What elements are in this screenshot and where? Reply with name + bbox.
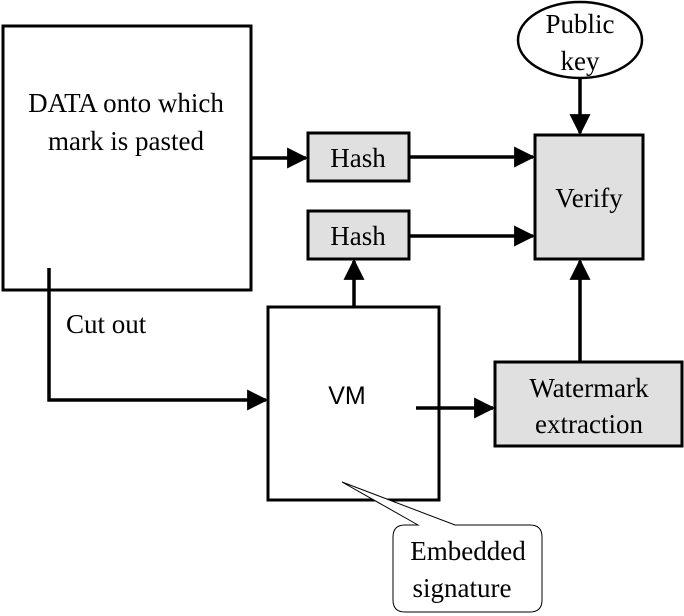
vm-box: [266, 305, 441, 502]
watermark-line2: extraction: [535, 409, 643, 439]
callout-bubble: [341, 481, 543, 613]
data-label-line1: DATA onto which: [28, 88, 224, 118]
vm-node: VM: [266, 305, 441, 502]
watermark-node: Watermark extraction: [493, 360, 684, 448]
callout-line1: Embedded: [410, 536, 526, 566]
verify-node: Verify: [533, 133, 645, 261]
watermark-box: [493, 360, 684, 448]
hash-top-node: Hash: [306, 131, 411, 183]
embedded-signature-callout: Embedded signature: [341, 481, 543, 613]
hash-top-label: Hash: [330, 143, 386, 173]
public-key-node: Public key: [516, 0, 644, 80]
edge-data-to-vm: [47, 268, 269, 411]
public-key-line2: key: [561, 46, 600, 76]
cut-out-label: Cut out: [66, 309, 147, 339]
verify-label: Verify: [555, 183, 623, 213]
vm-label: VM: [328, 382, 366, 410]
hash-bottom-node: Hash: [306, 209, 411, 261]
data-node: DATA onto which mark is pasted: [1, 24, 253, 292]
public-key-line1: Public: [545, 9, 614, 39]
hash-bottom-label: Hash: [330, 221, 386, 251]
callout-line2: signature: [413, 573, 512, 603]
data-label-line2: mark is pasted: [48, 126, 204, 156]
data-box: [1, 24, 253, 292]
watermark-line1: Watermark: [529, 373, 649, 403]
